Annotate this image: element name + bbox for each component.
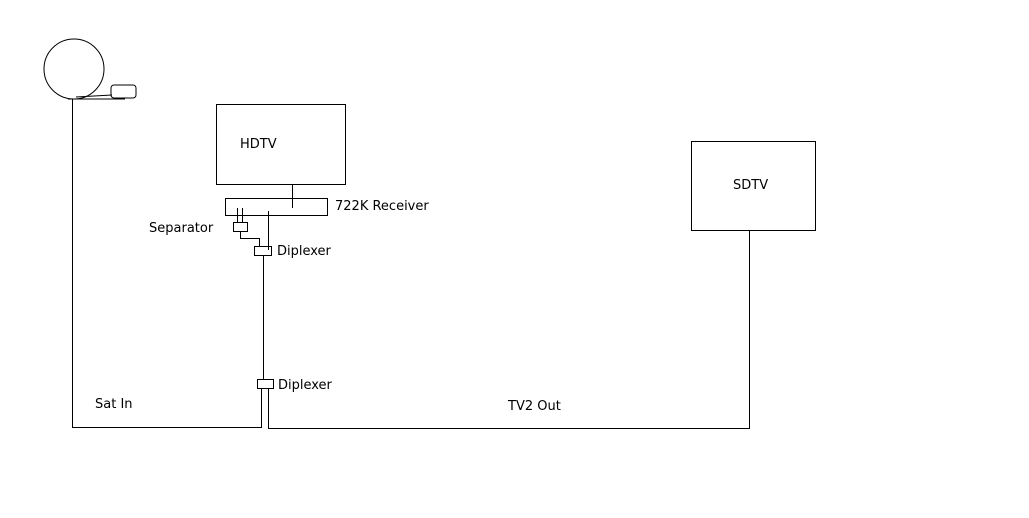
sdtv-label: SDTV: [733, 178, 769, 193]
separator-box: [233, 222, 248, 232]
tv2-out-label: TV2 Out: [508, 399, 561, 414]
tv2-out-cable: [268, 230, 750, 429]
separator-label: Separator: [149, 221, 214, 236]
diplexer-bottom-label: Diplexer: [278, 378, 332, 393]
sdtv-box: [691, 141, 816, 231]
receiver-box: [225, 198, 328, 216]
separator-link: [240, 231, 260, 246]
satellite-dish-icon: [43, 38, 137, 100]
hdtv-box: [216, 104, 346, 185]
diplexer-bottom-box: [257, 379, 274, 389]
sat-in-cable: [72, 99, 262, 428]
diplexer-top-label: Diplexer: [277, 244, 331, 259]
sat-in-label: Sat In: [95, 397, 133, 412]
receiver-label: 722K Receiver: [335, 199, 429, 214]
hdtv-label: HDTV: [240, 137, 277, 152]
